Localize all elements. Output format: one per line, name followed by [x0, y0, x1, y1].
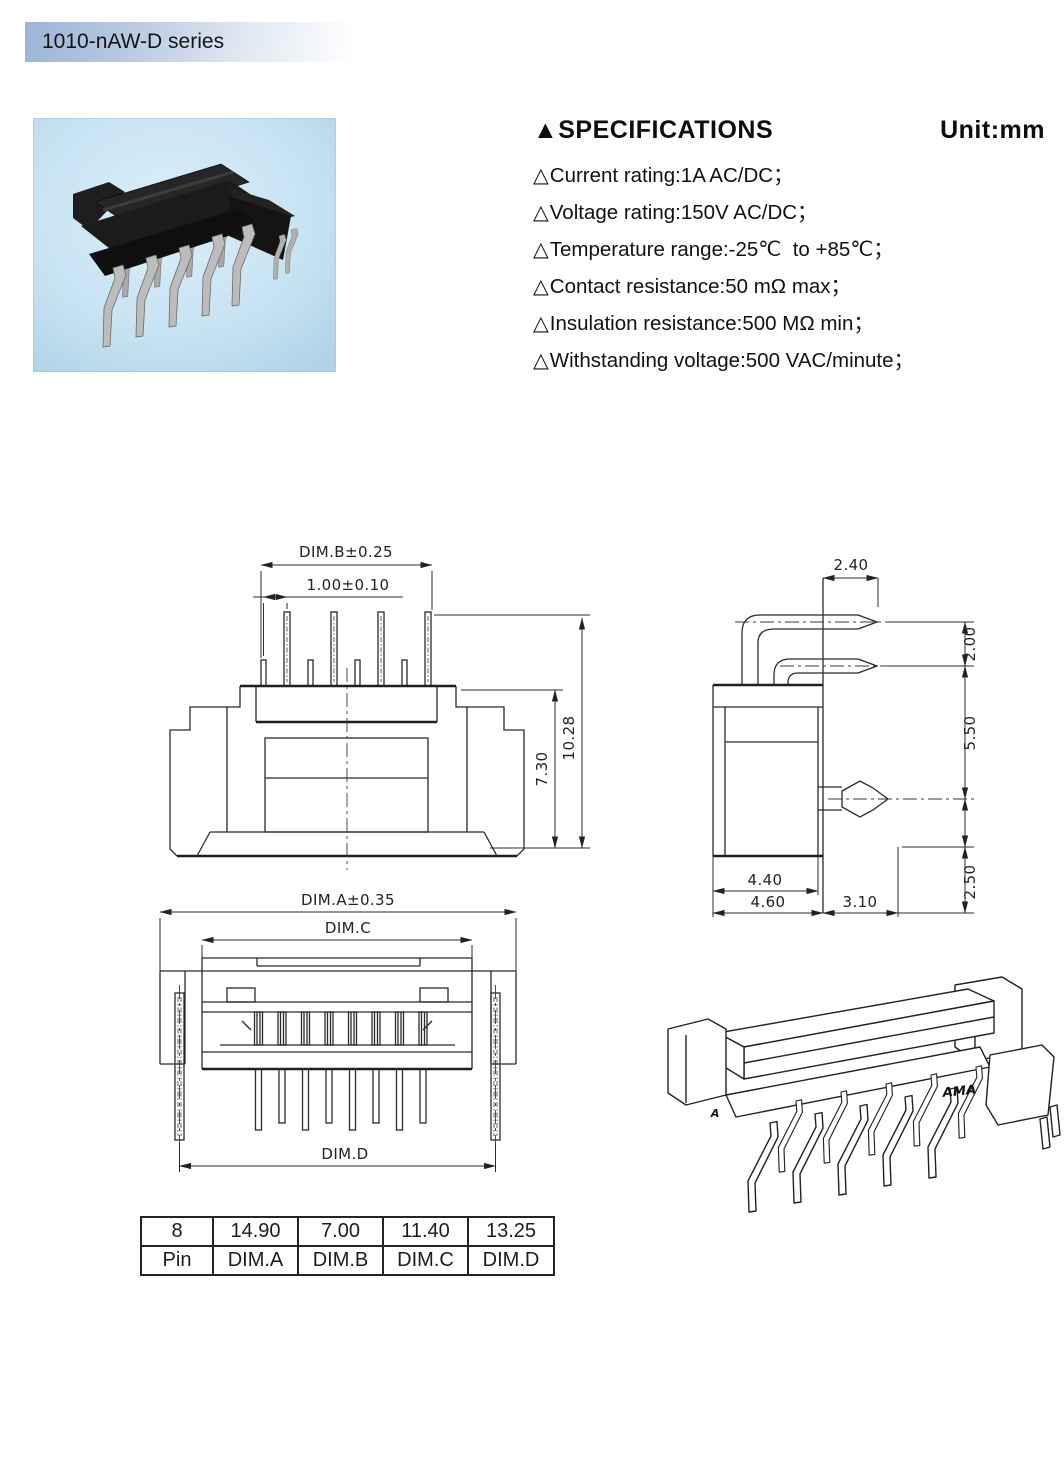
table-cell: DIM.C — [382, 1245, 469, 1276]
page-title: 1010-nAW-D series — [42, 30, 225, 53]
spec-item: △Voltage rating:150V AC/DC； — [533, 194, 1045, 231]
iso-marking-left: A — [709, 1107, 721, 1120]
spec-unit-label: Unit:mm — [940, 116, 1045, 144]
table-row-labels: Pin DIM.A DIM.B DIM.C DIM.D — [140, 1245, 555, 1276]
dim-label-dima: DIM.A±0.35 — [301, 893, 395, 909]
drawing-iso-view: A AMA — [667, 976, 1061, 1213]
dim-label-730: 7.30 — [533, 752, 551, 787]
spec-item: △Contact resistance:50 mΩ max； — [533, 268, 1045, 305]
dim-label-240: 2.40 — [834, 556, 869, 574]
top-view-pins — [174, 985, 501, 1155]
connector-photo-illustration — [32, 117, 337, 373]
dim-label-dimc: DIM.C — [325, 919, 371, 937]
side-view-dimensions: 2.40 2.00 5.50 2.50 4.40 4.60 3.10 — [712, 556, 979, 917]
table-cell: DIM.D — [467, 1245, 555, 1276]
spec-bullet: △ — [533, 201, 549, 224]
header-bar: 1010-nAW-D series — [25, 22, 371, 62]
drawing-top-view: DIM.A±0.35 DIM.C — [159, 893, 517, 1172]
dim-label-310: 3.10 — [843, 893, 878, 911]
spec-title-marker: ▲ — [533, 116, 559, 144]
front-view-dimensions: DIM.B±0.25 1.00±0.10 7.30 10.28 — [253, 543, 590, 849]
spec-item-text: Current rating:1A AC/DC； — [549, 164, 794, 187]
spec-item: △Insulation resistance:500 MΩ min； — [533, 305, 1045, 342]
front-view-pins — [260, 611, 432, 687]
table-cell: 11.40 — [382, 1216, 469, 1247]
top-view-contacts — [253, 1011, 428, 1046]
photo-connector — [73, 163, 299, 348]
top-view-dimensions-top: DIM.A±0.35 DIM.C — [159, 893, 517, 973]
spec-title-row: ▲SPECIFICATIONS Unit:mm — [533, 116, 1045, 145]
spec-item: △Current rating:1A AC/DC； — [533, 157, 1045, 194]
spec-bullet: △ — [533, 275, 549, 298]
table-cell: 13.25 — [467, 1216, 555, 1247]
top-view-dimension-bottom: DIM.D — [179, 1143, 496, 1172]
table-cell: 7.00 — [297, 1216, 384, 1247]
spec-item-text: Insulation resistance:500 MΩ min； — [549, 312, 874, 335]
spec-item-text: Temperature range:-25℃ to +85℃； — [549, 238, 894, 261]
spec-bullet: △ — [533, 238, 549, 261]
dimension-table: 8 14.90 7.00 11.40 13.25 Pin DIM.A DIM.B… — [140, 1216, 555, 1276]
table-cell: DIM.A — [212, 1245, 299, 1276]
spec-items: △Current rating:1A AC/DC； △Voltage ratin… — [533, 157, 1045, 379]
iso-marking-right: AMA — [942, 1083, 978, 1101]
table-cell: 8 — [140, 1216, 214, 1247]
iso-connector — [667, 976, 1061, 1213]
table-row-values: 8 14.90 7.00 11.40 13.25 — [140, 1216, 555, 1247]
spec-item-text: Contact resistance:50 mΩ max； — [549, 275, 852, 298]
dim-label-460: 4.60 — [751, 893, 786, 911]
table-cell: Pin — [140, 1245, 214, 1276]
spec-item: △Withstanding voltage:500 VAC/minute； — [533, 342, 1045, 379]
side-view-pins — [735, 614, 895, 685]
spec-item-text: Withstanding voltage:500 VAC/minute； — [549, 349, 915, 372]
dim-label-200: 2.00 — [961, 627, 979, 662]
product-photo — [32, 117, 337, 373]
dim-label-dimd: DIM.D — [321, 1145, 368, 1163]
dim-label-dimb: DIM.B±0.25 — [299, 543, 393, 561]
drawing-side-view: 2.40 2.00 5.50 2.50 4.40 4.60 3.10 — [712, 556, 979, 917]
spec-item: △Temperature range:-25℃ to +85℃； — [533, 231, 1045, 268]
spec-item-text: Voltage rating:150V AC/DC； — [549, 201, 818, 224]
drawing-front-view: DIM.B±0.25 1.00±0.10 7.30 10.28 — [169, 543, 590, 870]
dim-label-pitch: 1.00±0.10 — [307, 576, 390, 594]
spec-bullet: △ — [533, 164, 549, 187]
specifications-section: ▲SPECIFICATIONS Unit:mm △Current rating:… — [533, 116, 1045, 379]
spec-bullet: △ — [533, 349, 549, 372]
spec-title: ▲SPECIFICATIONS — [533, 116, 774, 144]
side-view-body — [712, 578, 978, 913]
dim-label-550: 5.50 — [961, 716, 979, 751]
spec-bullet: △ — [533, 312, 549, 335]
front-view-body — [169, 668, 525, 870]
dim-label-1028: 10.28 — [560, 716, 578, 761]
table-cell: 14.90 — [212, 1216, 299, 1247]
dim-label-250: 2.50 — [961, 865, 979, 900]
dim-label-440: 4.40 — [748, 871, 783, 889]
table-cell: DIM.B — [297, 1245, 384, 1276]
top-view-body — [159, 957, 517, 1071]
